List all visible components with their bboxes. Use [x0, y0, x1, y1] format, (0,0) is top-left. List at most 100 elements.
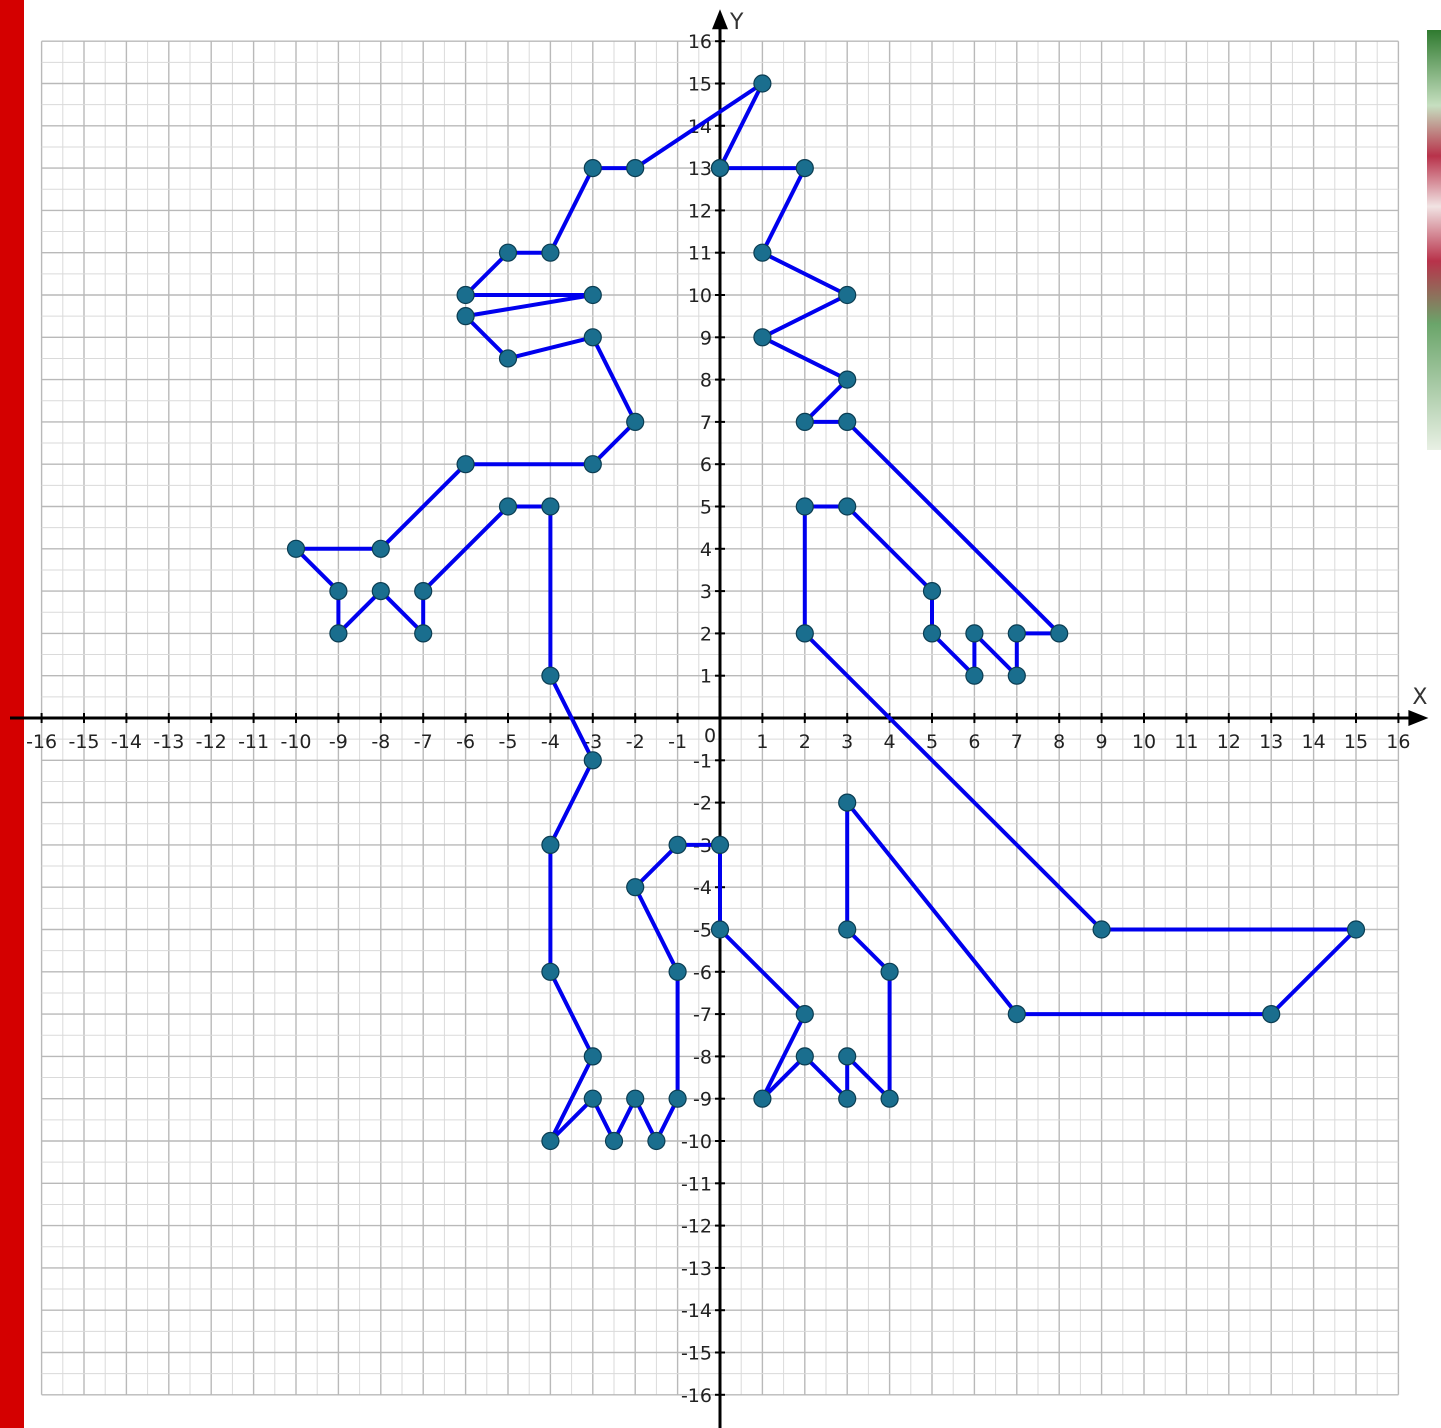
data-point	[795, 1047, 814, 1066]
y-axis-arrow	[712, 9, 728, 30]
x-axis-arrow	[1408, 710, 1429, 726]
y-tick-label: -9	[693, 1089, 712, 1111]
x-tick-label: -11	[238, 731, 269, 753]
x-tick-label: 14	[1302, 731, 1326, 753]
data-point	[329, 581, 348, 601]
x-tick-label: 5	[926, 731, 938, 753]
x-tick-label: -6	[456, 731, 475, 753]
data-point	[626, 878, 645, 897]
data-point	[498, 349, 518, 368]
data-point	[456, 455, 475, 474]
data-point	[965, 624, 984, 643]
x-tick-label: -10	[280, 731, 311, 753]
data-points	[286, 74, 1366, 1151]
x-tick-label: -13	[153, 731, 184, 753]
y-tick-label: 13	[688, 158, 712, 180]
y-tick-label: 5	[700, 497, 712, 519]
data-point	[604, 1131, 624, 1151]
y-tick-label: 9	[700, 327, 712, 349]
x-tick-label: -14	[111, 731, 142, 753]
x-tick-label: -2	[626, 731, 645, 753]
y-tick-label: -2	[693, 793, 712, 815]
data-point	[838, 412, 857, 431]
x-tick-label: -12	[196, 731, 227, 753]
data-point	[626, 412, 645, 431]
y-tick-label: 12	[688, 200, 712, 222]
x-tick-label: -16	[26, 731, 57, 753]
data-point	[710, 835, 730, 855]
data-point	[795, 412, 814, 431]
x-axis-label: X	[1412, 685, 1427, 710]
data-point	[583, 1089, 602, 1108]
y-tick-label: -13	[681, 1258, 712, 1280]
data-point	[456, 307, 475, 326]
data-point	[838, 497, 857, 516]
data-point	[541, 962, 560, 981]
data-point	[1346, 920, 1366, 939]
data-point	[371, 581, 390, 601]
y-tick-label: -1	[693, 750, 712, 772]
data-point	[668, 835, 687, 855]
x-tick-label: 3	[841, 731, 853, 753]
data-point	[456, 285, 475, 305]
y-tick-label: -7	[693, 1004, 712, 1026]
data-point	[880, 962, 899, 981]
y-tick-label: 4	[700, 539, 712, 561]
data-point	[1007, 666, 1026, 685]
y-tick-label: 3	[700, 581, 712, 603]
y-tick-label: 16	[688, 31, 712, 53]
x-tick-label: -7	[414, 731, 433, 753]
x-tick-label: -4	[541, 731, 560, 753]
x-tick-label: -9	[329, 731, 348, 753]
x-tick-label: -1	[668, 731, 687, 753]
origin-label: 0	[704, 725, 716, 747]
y-tick-label: 10	[688, 285, 712, 307]
data-point	[371, 539, 390, 558]
x-tick-label: 4	[884, 731, 896, 753]
data-point	[1007, 1004, 1026, 1024]
x-tick-label: 1	[756, 731, 768, 753]
data-point	[753, 243, 772, 262]
y-tick-label: -4	[693, 877, 712, 899]
y-tick-label: -8	[693, 1046, 712, 1068]
x-tick-label: -5	[499, 731, 518, 753]
y-tick-label: -10	[681, 1131, 712, 1153]
data-point	[414, 581, 433, 601]
series-lines	[294, 81, 1358, 1143]
x-tick-label: 15	[1344, 731, 1368, 753]
x-tick-label: 16	[1386, 731, 1410, 753]
data-point	[541, 497, 560, 516]
data-point	[583, 751, 602, 770]
y-tick-label: 8	[700, 370, 712, 392]
x-tick-label: 13	[1259, 731, 1283, 753]
data-point	[541, 1131, 560, 1151]
x-tick-label: -8	[371, 731, 390, 753]
x-tick-label: -15	[68, 731, 99, 753]
x-tick-label: 2	[799, 731, 811, 753]
data-point	[795, 497, 814, 516]
data-point	[838, 793, 857, 812]
data-point	[710, 920, 730, 939]
data-point	[838, 370, 857, 389]
data-point	[922, 581, 942, 601]
y-tick-label: -12	[681, 1216, 712, 1238]
data-point	[583, 328, 602, 347]
right-edge-decoration	[1427, 30, 1441, 450]
x-tick-label: 10	[1132, 731, 1156, 753]
data-point	[838, 1047, 857, 1066]
data-point	[838, 285, 857, 305]
data-point	[795, 624, 814, 643]
x-tick-label: 11	[1174, 731, 1198, 753]
x-tick-label: 12	[1217, 731, 1241, 753]
x-tick-label: 9	[1096, 731, 1108, 753]
data-point	[1007, 624, 1026, 643]
left-border-decoration	[0, 0, 24, 1428]
data-point	[583, 159, 602, 178]
data-point	[541, 835, 560, 855]
data-point	[753, 328, 772, 347]
data-point	[922, 624, 942, 643]
data-point	[583, 455, 602, 474]
